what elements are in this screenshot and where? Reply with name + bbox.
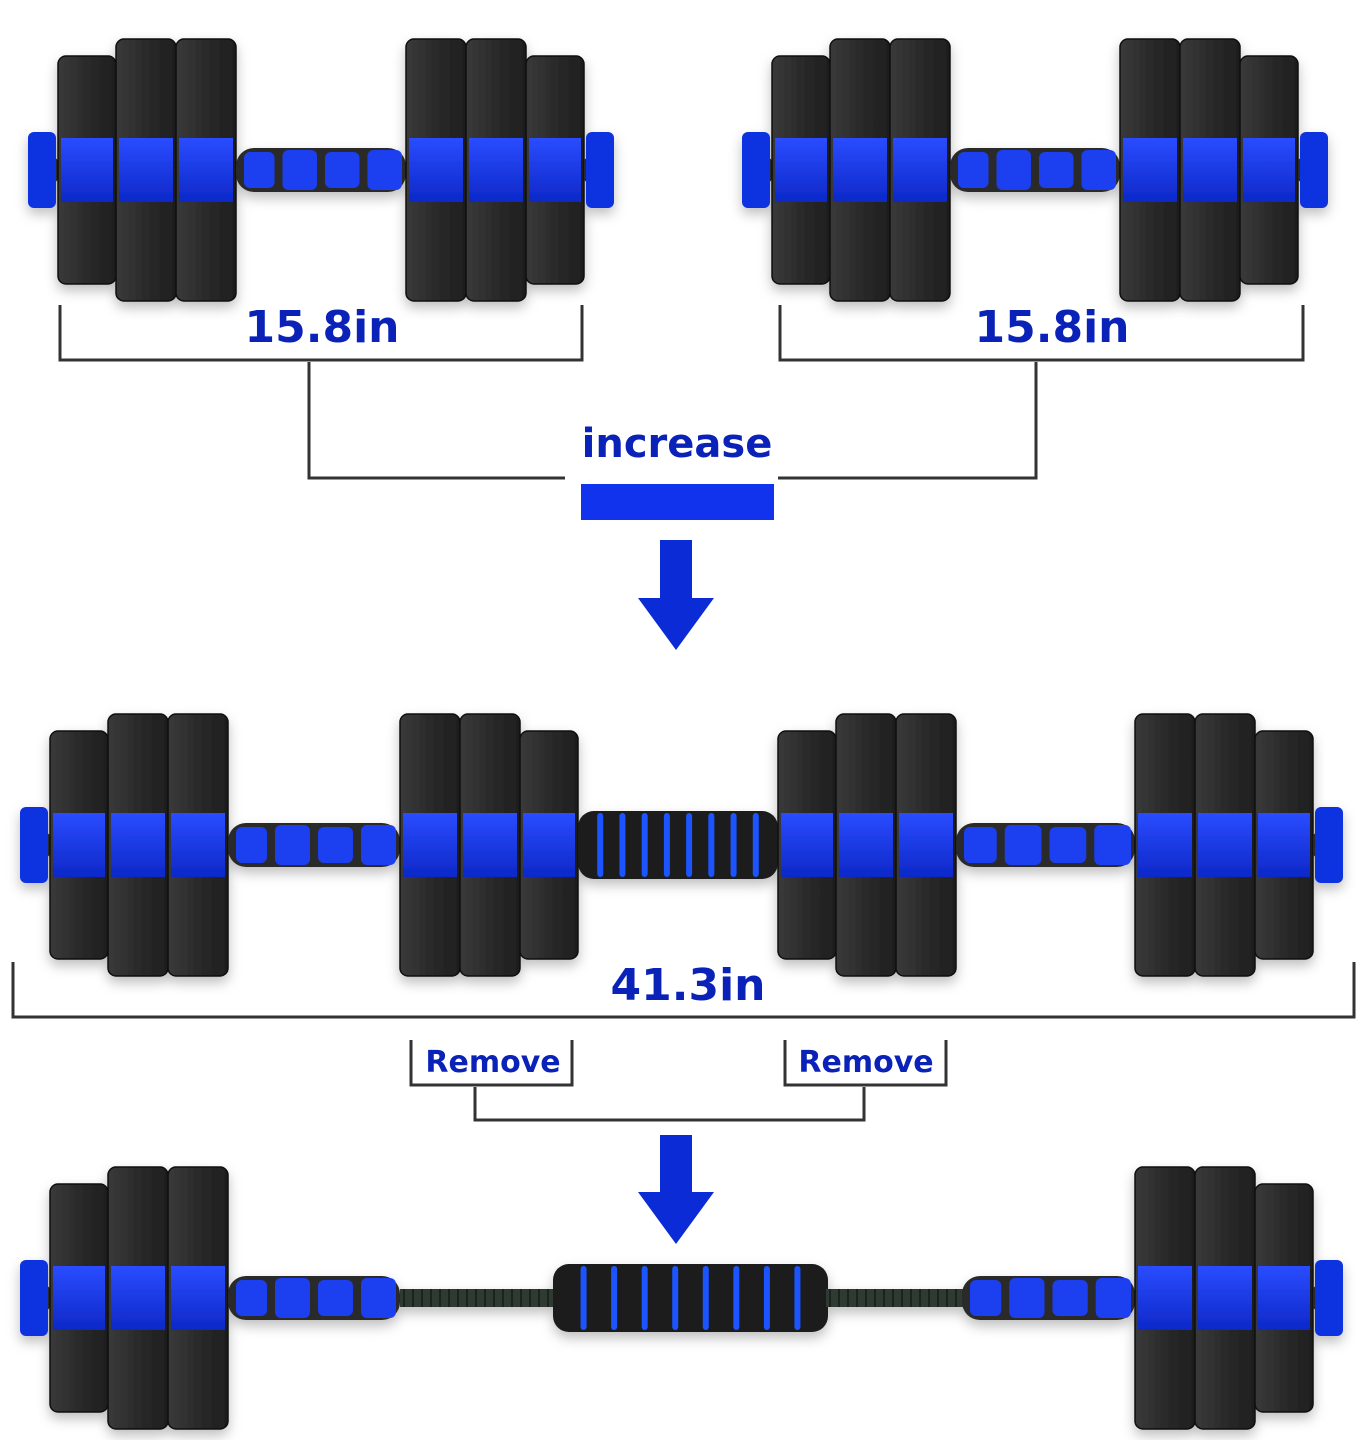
weight-plate — [49, 730, 109, 960]
end-collar — [1313, 807, 1343, 883]
increase-label: increase — [582, 421, 773, 467]
weight-plate — [49, 1183, 109, 1413]
barbell — [20, 1166, 1343, 1430]
grip-handle — [228, 1276, 400, 1320]
grip-handle — [228, 823, 400, 867]
left-length-label: 15.8in — [245, 302, 400, 353]
weight-plate — [167, 713, 229, 977]
left-dumbbell — [28, 38, 614, 302]
remove-right-label: Remove — [798, 1045, 933, 1080]
weight-plate — [1119, 38, 1181, 302]
grip-handle — [956, 823, 1135, 867]
remove-left-box — [409, 1040, 574, 1087]
combined-length-bracket — [11, 962, 1356, 1019]
weight-plate — [465, 38, 527, 302]
weight-plate — [1194, 1166, 1256, 1430]
right-length-label: 15.8in — [975, 302, 1130, 353]
weight-plate — [115, 38, 177, 302]
connector-bar-piece — [581, 484, 774, 520]
weight-plate — [835, 713, 897, 977]
increase-connector — [307, 362, 1038, 480]
right-dumbbell — [742, 38, 1328, 302]
weight-plate — [889, 38, 951, 302]
weight-plate — [525, 55, 585, 285]
threaded-rod — [400, 1289, 555, 1307]
down-arrow-icon — [638, 540, 714, 650]
weight-plate — [167, 1166, 229, 1430]
weight-plate — [1239, 55, 1299, 285]
weight-plate — [771, 55, 831, 285]
threaded-rod — [826, 1289, 968, 1307]
weight-plate — [829, 38, 891, 302]
weight-plate — [519, 730, 579, 960]
weight-plate — [1254, 730, 1314, 960]
weight-plate — [399, 713, 461, 977]
combined-barbell — [20, 713, 1343, 977]
grip-handle — [236, 148, 406, 192]
foam-connector — [578, 811, 778, 879]
weight-plate — [1134, 713, 1196, 977]
combined-length-label: 41.3in — [611, 960, 766, 1011]
weight-plate — [175, 38, 237, 302]
weight-plate — [1254, 1183, 1314, 1413]
weight-plate — [405, 38, 467, 302]
weight-plate — [1179, 38, 1241, 302]
weight-plate — [895, 713, 957, 977]
weight-plate — [107, 1166, 169, 1430]
remove-right-box — [783, 1040, 948, 1087]
grip-handle — [950, 148, 1120, 192]
weight-plate — [1194, 713, 1256, 977]
remove-connector — [473, 1087, 866, 1122]
foam-connector — [553, 1264, 828, 1332]
end-collar — [20, 807, 50, 883]
end-collar — [28, 132, 58, 208]
weight-plate — [459, 713, 521, 977]
remove-left-label: Remove — [425, 1045, 560, 1080]
weight-plate — [107, 713, 169, 977]
right-length-bracket — [778, 305, 1305, 362]
weight-plate — [1134, 1166, 1196, 1430]
end-collar — [742, 132, 772, 208]
grip-handle — [962, 1276, 1135, 1320]
weight-plate — [777, 730, 837, 960]
down-arrow-icon — [638, 1135, 714, 1244]
end-collar — [1298, 132, 1328, 208]
end-collar — [584, 132, 614, 208]
weight-plate — [57, 55, 117, 285]
end-collar — [1313, 1260, 1343, 1336]
left-length-bracket — [58, 305, 584, 362]
end-collar — [20, 1260, 50, 1336]
